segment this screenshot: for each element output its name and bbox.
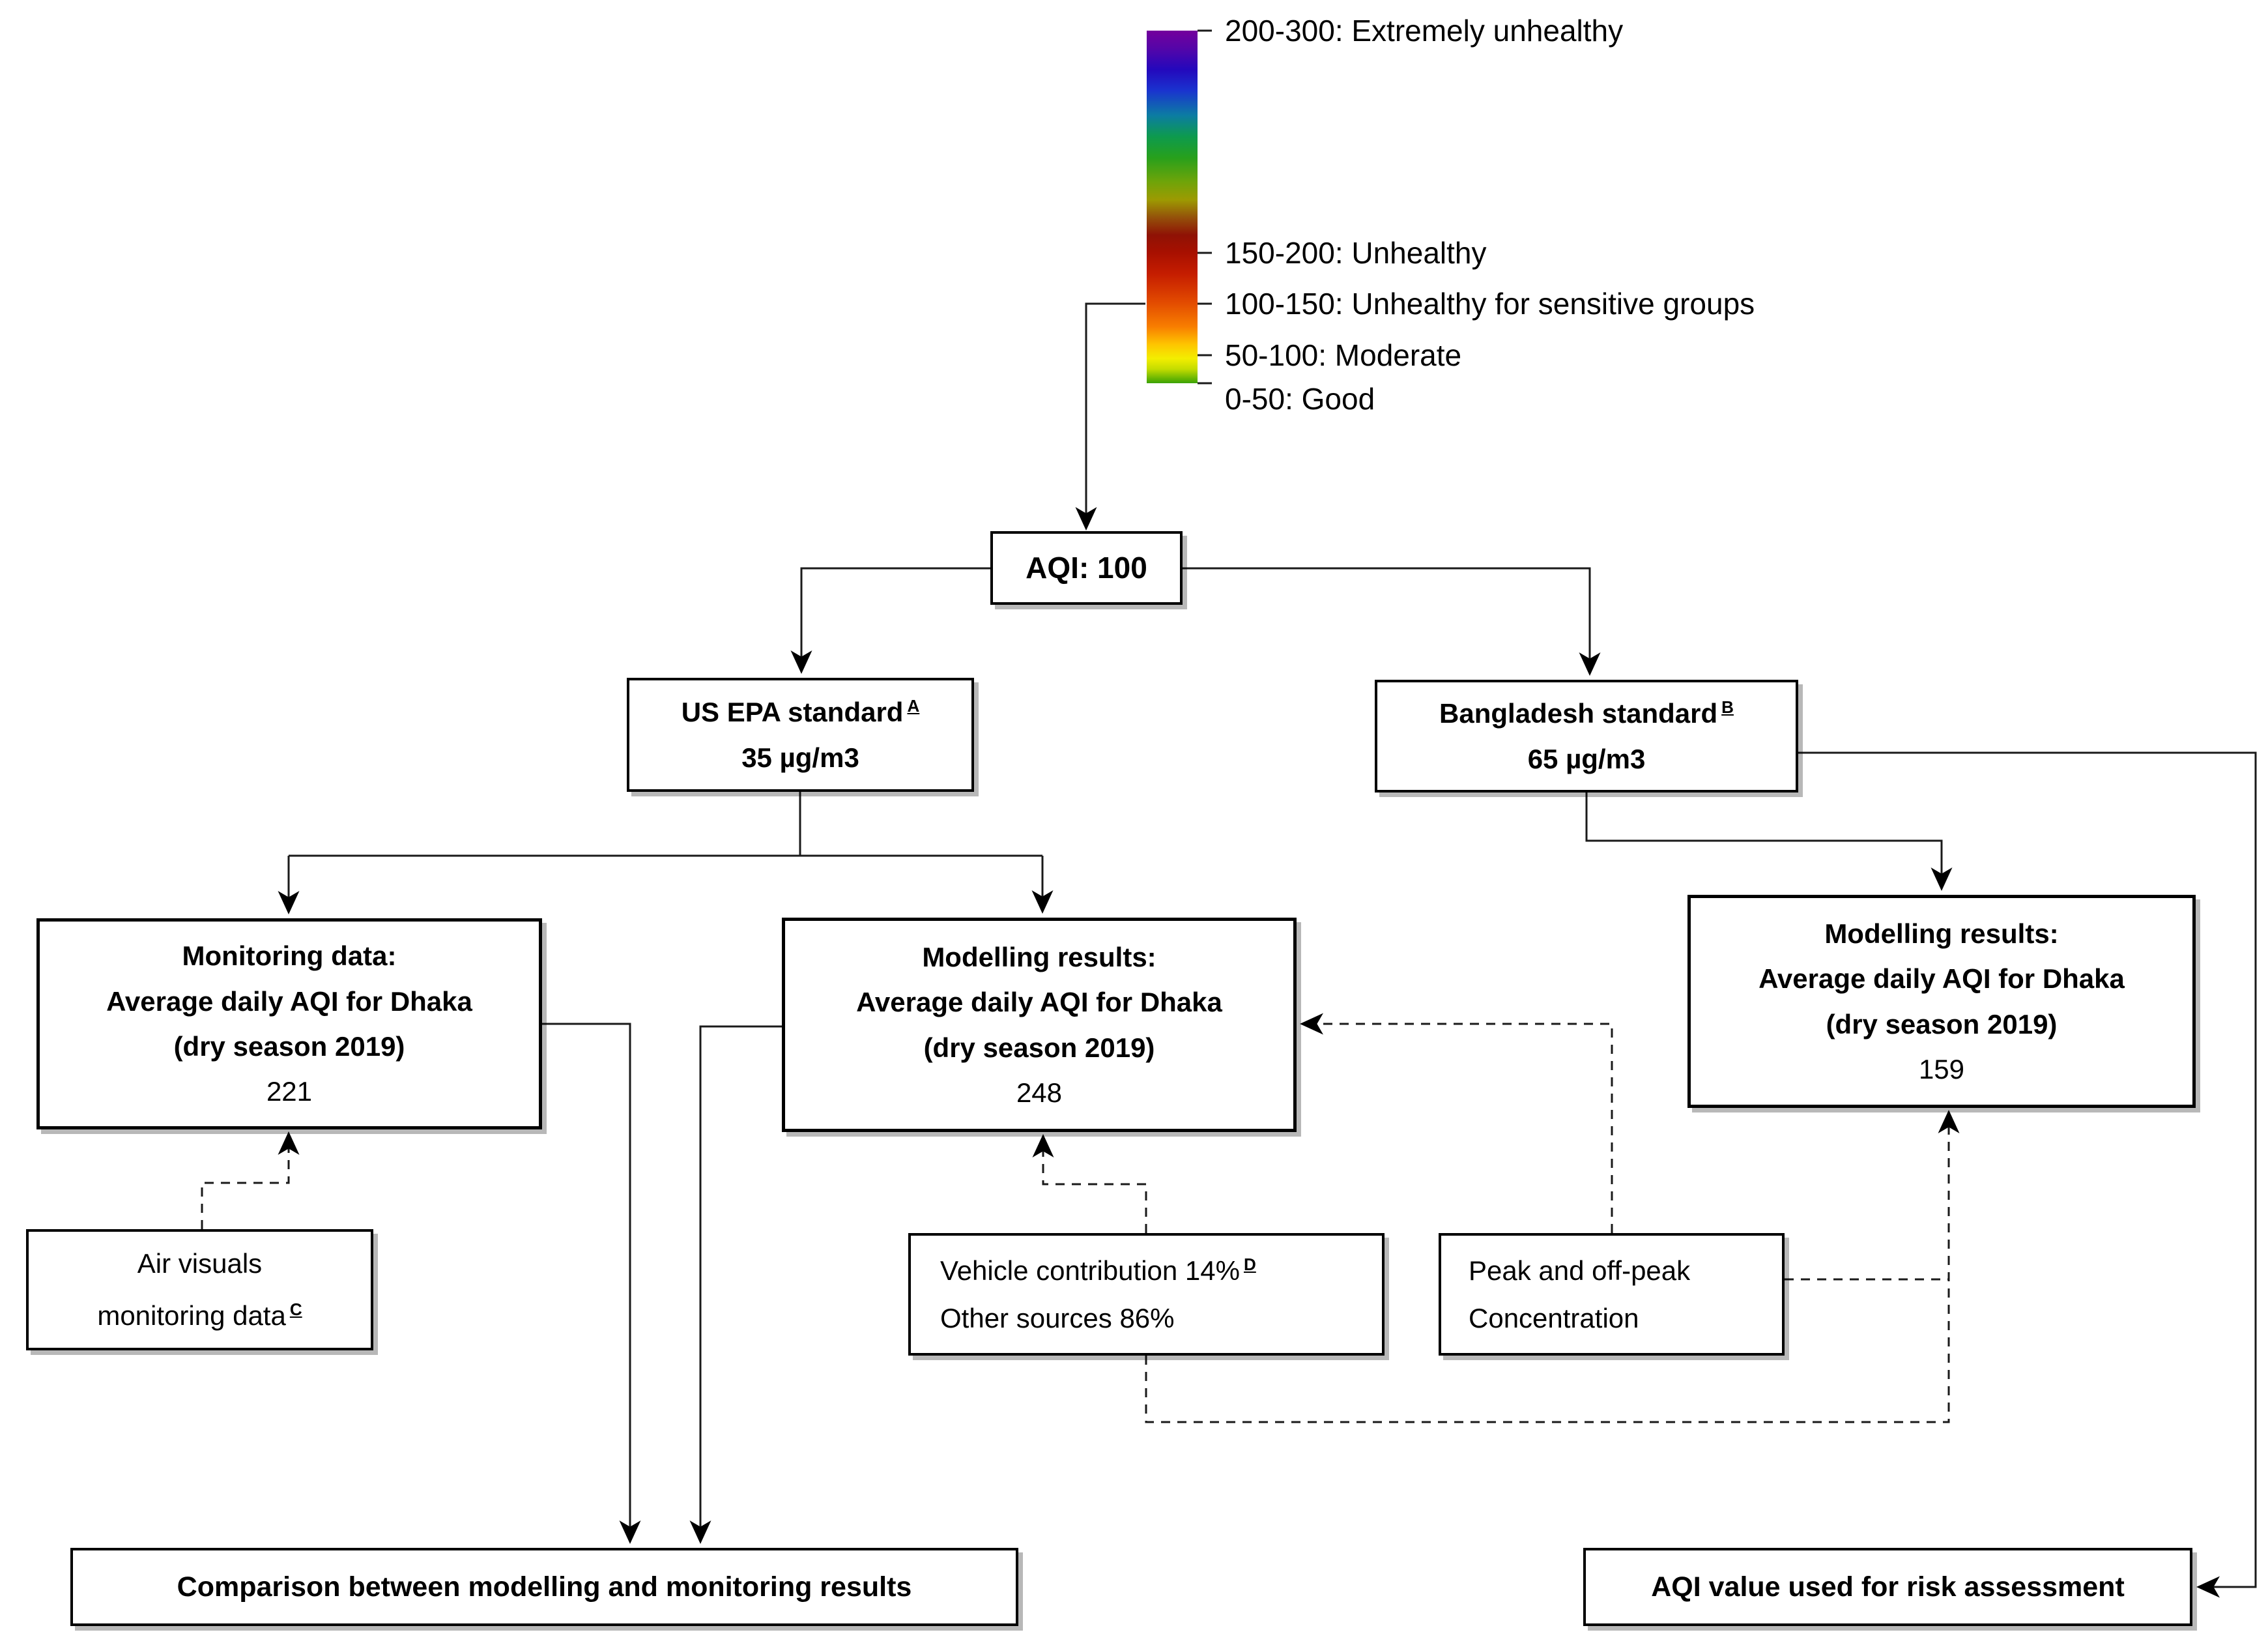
peak-offpeak-node: Peak and off-peak Concentration: [1439, 1233, 1785, 1356]
modelling-right-value: 159: [1918, 1053, 1965, 1084]
monitoring-value: 221: [266, 1076, 313, 1107]
modelling-center-value: 248: [1016, 1077, 1063, 1108]
modelling-right-line2: Average daily AQI for Dhaka: [1758, 963, 2125, 995]
monitoring-line3: (dry season 2019): [173, 1031, 405, 1062]
connector-bangladesh-to-risk: [1798, 751, 2257, 1598]
bangladesh-value: 65 µg/m3: [1527, 743, 1646, 774]
footnote-b: B: [1721, 697, 1734, 718]
legend-label-moderate: 50-100: Moderate: [1225, 338, 1462, 372]
footnote-a: A: [907, 696, 920, 716]
monitoring-line2: Average daily AQI for Dhaka: [106, 985, 472, 1017]
monitoring-line1: Monitoring data:: [182, 940, 397, 972]
peak-line1: Peak and off-peak: [1469, 1255, 1691, 1286]
connector-aqi-to-bangladesh: [1183, 567, 1601, 676]
modelling-right-line1: Modelling results:: [1824, 918, 2059, 949]
aqi-node: AQI: 100: [990, 531, 1183, 605]
risk-assessment-node: AQI value used for risk assessment: [1583, 1548, 2192, 1626]
air-visuals-line1: Air visuals: [137, 1248, 263, 1279]
legend-label-good: 0-50: Good: [1225, 382, 1375, 416]
connector-aqi-to-usepa: [790, 567, 990, 674]
modelling-right-line3: (dry season 2019): [1826, 1008, 2058, 1040]
legend-label-unhealthy-sensitive: 100-150: Unhealthy for sensitive groups: [1225, 287, 1755, 321]
vehicle-line2: Other sources 86%: [940, 1303, 1175, 1333]
vehicle-contribution-node: Vehicle contribution 14%D Other sources …: [908, 1233, 1385, 1356]
peak-line2: Concentration: [1469, 1303, 1639, 1333]
modelling-center-line2: Average daily AQI for Dhaka: [856, 987, 1222, 1018]
dashed-vehicle-to-modelling-right: [1145, 1110, 1960, 1423]
aqi-colorbar: [1147, 31, 1198, 383]
modelling-center-line1: Modelling results:: [922, 941, 1156, 972]
vehicle-line1: Vehicle contribution 14%D: [940, 1254, 1256, 1286]
legend-label-unhealthy: 150-200: Unhealthy: [1225, 236, 1487, 270]
dashed-airvisuals-to-monitoring: [201, 1131, 300, 1229]
us-epa-value: 35 µg/m3: [741, 742, 859, 773]
connector-monitoring-to-comparison: [542, 1023, 641, 1544]
comparison-node: Comparison between modelling and monitor…: [70, 1548, 1018, 1626]
footnote-c: C: [289, 1300, 302, 1319]
dashed-peak-to-modelling-center: [1300, 1013, 1613, 1233]
aqi-node-label: AQI: 100: [1026, 550, 1147, 585]
monitoring-data-node: Monitoring data: Average daily AQI for D…: [36, 918, 542, 1129]
modelling-results-right-node: Modelling results: Average daily AQI for…: [1687, 895, 2196, 1108]
connector-modelling-to-comparison: [689, 1025, 782, 1544]
colorbar-ticks: [1198, 29, 1212, 385]
comparison-label: Comparison between modelling and monitor…: [177, 1571, 912, 1603]
footnote-d: D: [1243, 1254, 1256, 1274]
legend-label-extremely-unhealthy: 200-300: Extremely unhealthy: [1225, 14, 1624, 48]
dashed-vehicle-to-modelling-center: [1032, 1134, 1147, 1233]
connector-colorbar-to-aqi: [1075, 302, 1145, 531]
connector-bangladesh-to-modelling-right: [1585, 792, 1953, 891]
modelling-center-line3: (dry season 2019): [923, 1032, 1155, 1063]
modelling-results-center-node: Modelling results: Average daily AQI for…: [782, 918, 1297, 1132]
risk-label: AQI value used for risk assessment: [1651, 1571, 2125, 1603]
